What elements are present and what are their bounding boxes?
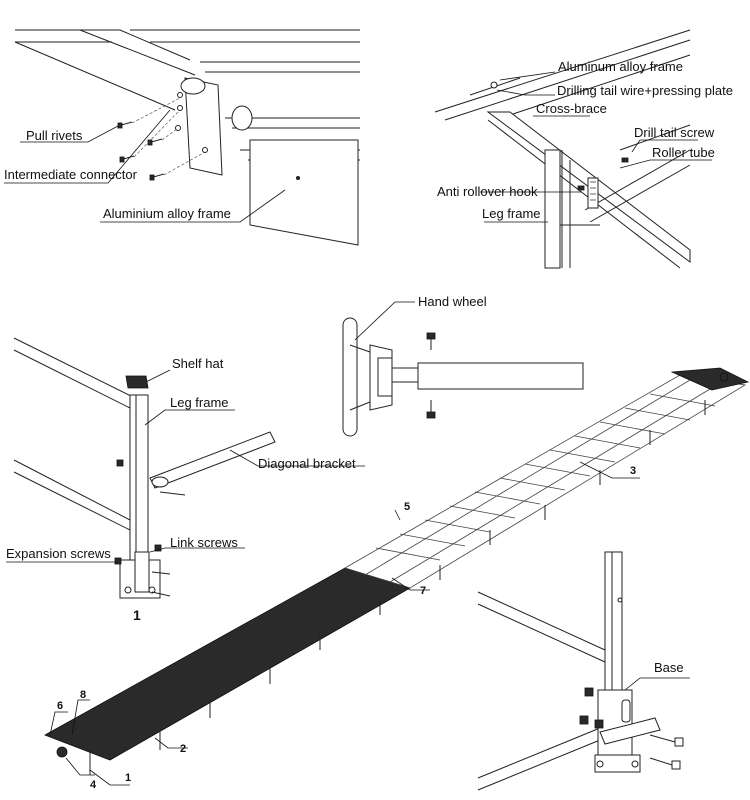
callout-8: 8	[80, 689, 86, 701]
label-aluminium-alloy-frame: Aluminium alloy frame	[103, 206, 231, 221]
frame-rail-top	[15, 29, 191, 61]
diagonal-bracket	[149, 431, 276, 489]
leg-frame-left	[129, 394, 149, 561]
conveyor-legs	[89, 400, 706, 775]
label-drilling-tail-wire: Drilling tail wire+pressing plate	[557, 83, 733, 98]
callout-7: 7	[420, 585, 426, 597]
detail-intermediate-connector: Pull rivets Intermediate connector Alumi…	[4, 29, 360, 246]
label-hand-wheel: Hand wheel	[418, 294, 487, 309]
shelf-hat	[125, 375, 149, 389]
label-aluminum-alloy-frame: Aluminum alloy frame	[558, 59, 683, 74]
label-drill-tail-screw: Drill tail screw	[634, 125, 715, 140]
callout-1: 1	[125, 772, 131, 784]
drill-tail-screw	[577, 185, 585, 191]
conveyor-frame-section	[344, 374, 747, 589]
hand-wheel	[342, 317, 358, 437]
callout-4: 4	[90, 779, 97, 791]
label-intermediate-connector: Intermediate connector	[4, 167, 138, 182]
callout-2: 2	[180, 743, 186, 755]
detail-left-leg: Shelf hat Leg frame Diagonal bracket Exp…	[6, 337, 365, 623]
callout-6: 6	[57, 700, 63, 712]
label-leg-frame-right: Leg frame	[482, 206, 541, 221]
label-pull-rivets: Pull rivets	[26, 128, 83, 143]
hand-wheel-shaft-housing	[417, 362, 584, 390]
detail-base: Base	[477, 551, 690, 791]
detail-hand-wheel: Hand wheel	[342, 294, 584, 437]
conveyor-roller-bed-upper	[670, 367, 750, 391]
label-diagonal-bracket: Diagonal bracket	[258, 456, 356, 471]
intermediate-connector-plate	[184, 77, 223, 176]
callout-5: 5	[404, 501, 410, 513]
pull-rivet	[117, 121, 165, 181]
label-cross-brace: Cross-brace	[536, 101, 607, 116]
label-base: Base	[654, 660, 684, 675]
anti-rollover-hook	[587, 177, 599, 209]
figure-number-1: 1	[133, 607, 141, 623]
label-link-screws: Link screws	[170, 535, 238, 550]
aluminium-alloy-frame-plate	[249, 139, 359, 246]
callout-3: 3	[630, 465, 636, 477]
label-expansion-screws: Expansion screws	[6, 546, 111, 561]
conveyor-roller-bed-lower	[44, 567, 411, 761]
detail-cross-brace: Aluminum alloy frame Drilling tail wire+…	[434, 29, 733, 269]
conveyor-assembly: 1 2 3 4 5 6 7 8	[44, 367, 750, 791]
label-shelf-hat: Shelf hat	[172, 356, 224, 371]
label-anti-rollover-hook: Anti rollover hook	[437, 184, 538, 199]
label-roller-tube: Roller tube	[652, 145, 715, 160]
leg-frame-post	[544, 149, 561, 269]
label-leg-frame-left: Leg frame	[170, 395, 229, 410]
